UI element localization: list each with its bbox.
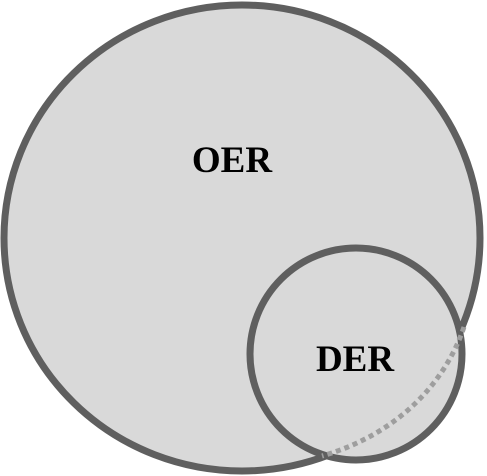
oer-label: OER xyxy=(192,140,273,181)
der-circle xyxy=(246,244,466,464)
oer-boundary-dotted xyxy=(321,326,467,459)
der-label: DER xyxy=(316,339,395,380)
